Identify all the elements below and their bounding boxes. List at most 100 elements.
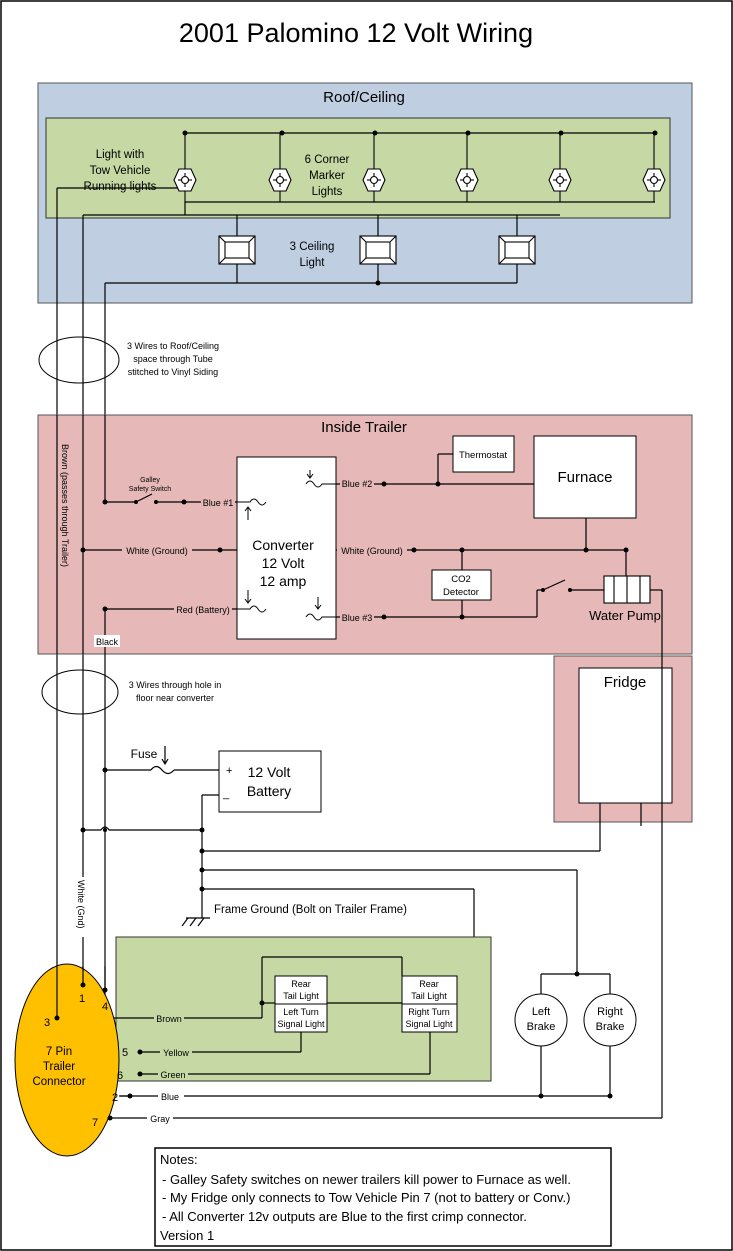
battery-label-2: Battery: [247, 783, 291, 799]
lower-junctions: [80, 767, 613, 1099]
fridge-box: [578, 667, 673, 804]
battery-box: [218, 750, 322, 813]
roof-section-title: Roof/Ceiling: [323, 89, 405, 106]
marker-label-1: 6 Corner: [305, 154, 350, 166]
floor-hole-ellipse: [41, 669, 119, 715]
converter-box: [236, 456, 337, 640]
red-battery-label: Red (Battery): [176, 605, 230, 615]
marker-bulbs: [173, 133, 666, 202]
co2-label-2: Detector: [443, 587, 479, 598]
rear-left-label-2: Tail Light: [283, 991, 319, 1001]
connector-wire-labels: Brown Yellow Green Blue Gray: [147, 1012, 192, 1124]
right-brake-label-1: Right: [597, 1006, 623, 1018]
notes-heading: Notes:: [160, 1152, 198, 1167]
connector-wires: [56, 966, 106, 1018]
battery-plus: +: [226, 765, 232, 777]
galley-switch-label-2: Safety Switch: [129, 486, 172, 493]
notes-version: Version 1: [160, 1228, 214, 1243]
converter-fuses: [237, 470, 336, 621]
furnace-box: [533, 435, 637, 519]
marker-label-2: Marker: [309, 170, 345, 182]
pin-7-label: 7: [92, 1117, 98, 1129]
rear-right-label-1: Rear: [419, 979, 439, 989]
white-ground-left-label: White (Ground): [126, 546, 188, 556]
right-turn-label-1: Right Turn: [408, 1007, 450, 1017]
fridge-label: Fridge: [604, 674, 647, 691]
water-pump-label: Water Pump: [589, 608, 661, 623]
frame-ground-label: Frame Ground (Bolt on Trailer Frame): [214, 904, 407, 916]
fuse-icon: [305, 470, 336, 488]
thermostat-box: [452, 435, 515, 473]
diagram-title: 2001 Palomino 12 Volt Wiring: [179, 18, 533, 48]
tow-light-label-1: Light with: [96, 149, 145, 161]
floor-note-2: floor near converter: [136, 693, 214, 703]
white-gnd-label: White (Gnd): [76, 880, 86, 929]
pin-6-label: 6: [117, 1070, 123, 1082]
tow-light-label-3: Running lights: [84, 181, 157, 193]
pin-2-label: 2: [112, 1092, 118, 1104]
pin-4-label: 4: [102, 1001, 108, 1013]
notes-line-2: - My Fridge only connects to Tow Vehicle…: [162, 1190, 570, 1205]
furnace-label: Furnace: [557, 469, 612, 486]
marker-bulb-icon: [173, 133, 197, 202]
galley-switch-label-1: Galley: [140, 477, 160, 484]
brown-vertical-label: Brown (passes through Trailer): [60, 444, 70, 567]
left-brake-label-1: Left: [532, 1006, 550, 1018]
green-wire-label: Green: [160, 1070, 185, 1080]
right-turn-label-2: Signal Light: [405, 1019, 453, 1029]
ceiling-label-1: 3 Ceiling: [290, 241, 335, 253]
battery-minus: _: [222, 788, 230, 800]
wire-tube-ellipse: [38, 336, 120, 384]
tube-note-1: 3 Wires to Roof/Ceiling: [127, 341, 219, 351]
notes-line-1: - Galley Safety switches on newer traile…: [162, 1172, 571, 1187]
right-brake-label-2: Brake: [596, 1021, 625, 1033]
converter-label-2: 12 Volt: [262, 555, 305, 571]
battery-label-1: 12 Volt: [248, 764, 291, 780]
marker-bulb-icon: [548, 133, 572, 202]
left-turn-label-2: Signal Light: [277, 1019, 325, 1029]
left-turn-label-1: Left Turn: [283, 1007, 319, 1017]
blue2-label: Blue #2: [342, 479, 373, 489]
pin-1-label: 1: [79, 993, 85, 1005]
marker-lights-panel: [45, 117, 671, 219]
left-brake-label-2: Brake: [527, 1021, 556, 1033]
blue-wire-label: Blue: [161, 1092, 179, 1102]
fuse-icon: [237, 590, 267, 613]
marker-bulb-icon: [642, 133, 666, 202]
co2-detector-box: [431, 569, 492, 601]
marker-label-3: Lights: [312, 186, 343, 198]
notes-box: [154, 1147, 612, 1247]
tail-light-junctions: [259, 1000, 265, 1006]
trailer-connector: [14, 963, 120, 1157]
ceiling-light-icon: [359, 235, 397, 265]
ceiling-light-icon: [498, 235, 536, 265]
gray-wire-label: Gray: [150, 1114, 170, 1124]
notes-line-3: - All Converter 12v outputs are Blue to …: [162, 1209, 527, 1224]
marker-bulb-icon: [455, 133, 479, 202]
fuse-label: Fuse: [131, 747, 158, 761]
co2-label-1: CO2: [451, 574, 471, 585]
pin-3-label: 3: [44, 1017, 50, 1029]
brown-wire-label: Brown: [156, 1014, 182, 1024]
converter-label-3: 12 amp: [260, 573, 307, 589]
tube-note-2: space through Tube: [133, 354, 213, 364]
ceiling-label-2: Light: [300, 257, 326, 269]
floor-note-1: 3 Wires through hole in: [129, 680, 222, 690]
black-wire-label: Black: [96, 637, 119, 647]
rear-left-label-1: Rear: [291, 979, 311, 989]
inside-section-title: Inside Trailer: [321, 419, 407, 436]
connector-label-1: 7 Pin: [46, 1046, 72, 1058]
thermostat-label: Thermostat: [459, 450, 507, 461]
converter-label-1: Converter: [252, 537, 314, 553]
tow-light-label-2: Tow Vehicle: [90, 165, 151, 177]
pin-5-label: 5: [122, 1047, 128, 1059]
yellow-wire-label: Yellow: [163, 1048, 189, 1058]
rear-right-label-2: Tail Light: [411, 991, 447, 1001]
ceiling-lights: [218, 235, 536, 265]
fuse-icon: [305, 597, 336, 621]
inside-wire-labels: Blue #1 Blue #2 Blue #3 White (Ground) W…: [122, 478, 407, 623]
blue1-label: Blue #1: [203, 498, 234, 508]
tube-note-3: stitched to Vinyl Siding: [128, 367, 218, 377]
water-pump-icon: [603, 575, 651, 604]
